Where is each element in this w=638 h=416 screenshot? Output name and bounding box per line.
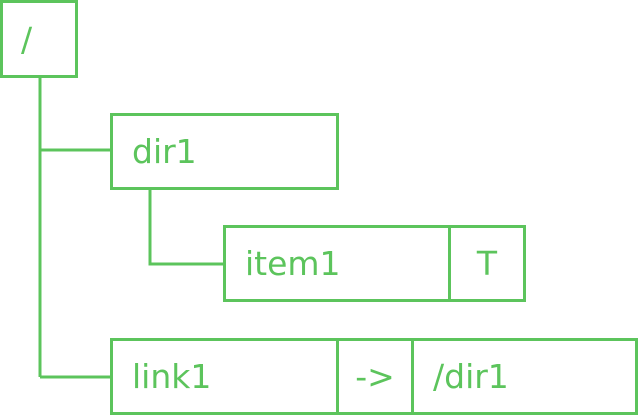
connector-dir1-item1 bbox=[148, 190, 223, 266]
item1-node: item1 bbox=[223, 225, 451, 302]
root-node: / bbox=[0, 0, 78, 78]
link1-arrow-cell: -> bbox=[336, 338, 414, 415]
root-node-label: / bbox=[21, 19, 33, 59]
link1-arrow-label: -> bbox=[355, 357, 395, 396]
dir1-node-label: dir1 bbox=[132, 132, 197, 171]
link1-node-label: link1 bbox=[132, 357, 212, 396]
item1-type-label: T bbox=[476, 244, 498, 283]
link1-target-label: /dir1 bbox=[433, 357, 509, 396]
item1-node-label: item1 bbox=[245, 244, 341, 283]
link1-target-cell: /dir1 bbox=[411, 338, 638, 415]
item1-type-cell: T bbox=[448, 225, 526, 302]
dir1-node: dir1 bbox=[110, 113, 339, 190]
link1-node: link1 bbox=[110, 338, 339, 415]
